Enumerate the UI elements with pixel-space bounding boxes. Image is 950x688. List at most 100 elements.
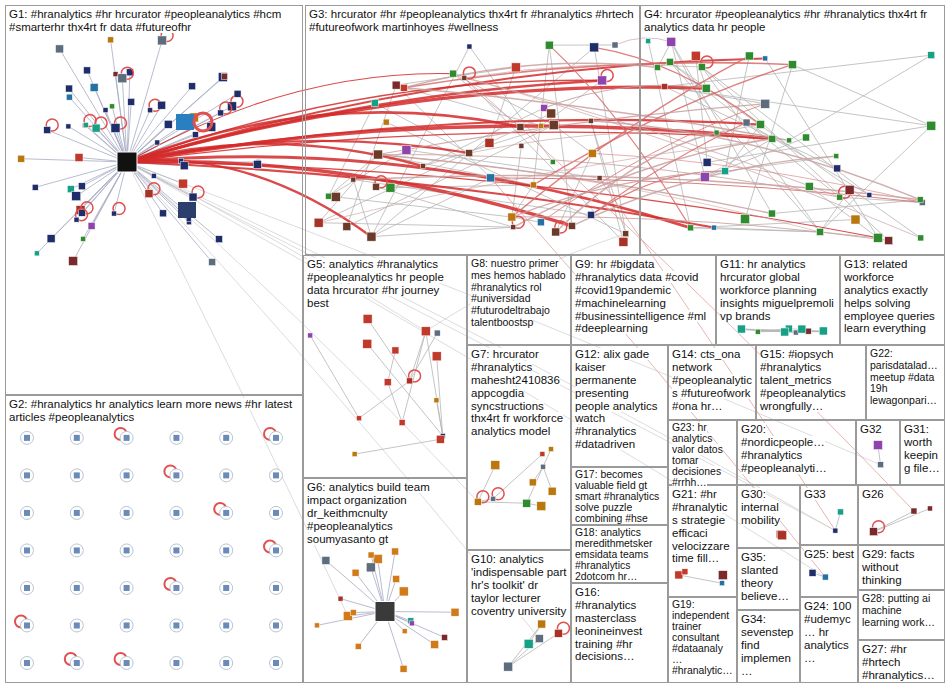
vertex-icon	[24, 585, 30, 591]
vertex-icon	[70, 657, 83, 670]
vertex-icon	[549, 121, 558, 130]
vertex-icon	[56, 45, 64, 53]
network-edge	[404, 88, 789, 141]
vertex-icon	[173, 435, 179, 441]
vertex-icon	[21, 506, 34, 519]
network-edge	[508, 633, 558, 666]
vertex-icon	[467, 44, 472, 49]
network-edge	[355, 439, 441, 454]
vertex-icon	[108, 37, 114, 43]
vertex-icon	[508, 213, 516, 221]
network-edge	[670, 62, 921, 238]
group-box: G11: hr analytics hrcurator global workf…	[716, 255, 840, 345]
vertex-icon	[351, 177, 356, 182]
network-edge	[453, 74, 921, 238]
vertex-icon	[78, 209, 85, 216]
vertex-icon	[845, 185, 854, 194]
vertex-icon	[436, 435, 444, 443]
vertex-icon	[120, 581, 133, 594]
network-edge	[549, 44, 615, 45]
vertex-icon	[386, 183, 395, 192]
vertex-icon	[911, 508, 917, 514]
vertex-icon	[270, 657, 283, 670]
vertex-icon	[70, 619, 83, 632]
vertex-icon	[793, 330, 798, 335]
vertex-icon	[702, 84, 710, 92]
vertex-icon	[392, 81, 400, 89]
vertex-icon	[148, 108, 153, 113]
vertex-icon	[314, 623, 319, 628]
vertex-icon	[192, 132, 198, 138]
vertex-icon	[885, 237, 893, 245]
vertex-icon	[24, 622, 30, 628]
group-label: G16: #hranalytics masterclass leonineinv…	[575, 586, 642, 662]
vertex-icon	[421, 164, 426, 169]
vertex-icon	[363, 314, 372, 323]
vertex-icon	[402, 629, 407, 634]
vertex-icon	[331, 192, 340, 201]
vertex-icon	[374, 150, 383, 159]
vertex-icon	[88, 222, 95, 229]
group-label: G35: slanted theory believe…	[741, 551, 789, 602]
vertex-icon	[21, 544, 34, 557]
vertex-icon	[124, 435, 130, 441]
network-edge	[544, 85, 706, 108]
vertex-icon	[781, 328, 789, 336]
vertex-icon	[491, 461, 500, 470]
vertex-icon	[442, 634, 448, 640]
vertex-icon	[170, 431, 183, 444]
vertex-icon	[352, 569, 359, 576]
group-box: G8: nuestro primer mes hemos hablado #hr…	[467, 255, 571, 345]
vertex-icon	[83, 123, 88, 128]
vertex-icon	[720, 581, 725, 586]
network-edge	[73, 162, 127, 261]
vertex-icon	[873, 441, 882, 450]
vertex-icon	[703, 158, 711, 166]
vertex-icon	[223, 622, 229, 628]
vertex-icon	[74, 217, 79, 222]
group-label: G19: independent trainer consultant #dat…	[672, 599, 733, 676]
vertex-icon	[878, 462, 884, 468]
vertex-icon	[548, 487, 556, 495]
vertex-icon	[371, 100, 378, 107]
network-edge	[319, 155, 378, 223]
vertex-icon	[32, 184, 38, 190]
vertex-icon	[598, 76, 607, 85]
vertex-icon	[619, 237, 628, 246]
vertex-icon	[112, 211, 117, 216]
network-edge	[591, 123, 746, 215]
network-edge	[679, 575, 722, 583]
vertex-icon	[834, 165, 841, 172]
network-edge	[127, 162, 835, 531]
group-label: G22: parisdatalad… meetup #data 19h lewa…	[870, 347, 938, 406]
vertex-icon	[383, 119, 389, 125]
vertex-icon	[757, 120, 765, 128]
vertex-icon	[270, 581, 283, 594]
vertex-icon	[373, 554, 382, 563]
vertex-icon	[623, 231, 629, 237]
network-edge	[527, 467, 543, 504]
vertex-icon	[21, 657, 34, 670]
network-edge	[368, 319, 410, 381]
vertex-icon	[113, 72, 118, 77]
vertex-icon	[434, 398, 439, 403]
vertex-icon	[24, 660, 30, 666]
vertex-icon	[158, 101, 166, 109]
vertex-icon	[373, 183, 380, 190]
vertex-icon	[180, 162, 188, 170]
group-box: G31: worth keeping file…	[900, 420, 945, 485]
network-edge	[404, 63, 658, 87]
group-box: G10: analytics 'indispensable part hr's …	[467, 550, 571, 683]
network-edge	[47, 130, 127, 162]
vertex-icon	[173, 660, 179, 666]
hub-vertex	[375, 602, 395, 622]
network-edge	[572, 156, 836, 226]
vertex-icon	[837, 194, 843, 200]
vertex-icon	[124, 585, 130, 591]
vertex-icon	[111, 123, 120, 132]
vertex-icon	[273, 472, 279, 478]
group-label: G17: becomes valuable field gt smart #hr…	[575, 469, 659, 524]
vertex-icon	[103, 108, 108, 113]
vertex-icon	[834, 154, 839, 159]
vertex-icon	[223, 510, 229, 516]
